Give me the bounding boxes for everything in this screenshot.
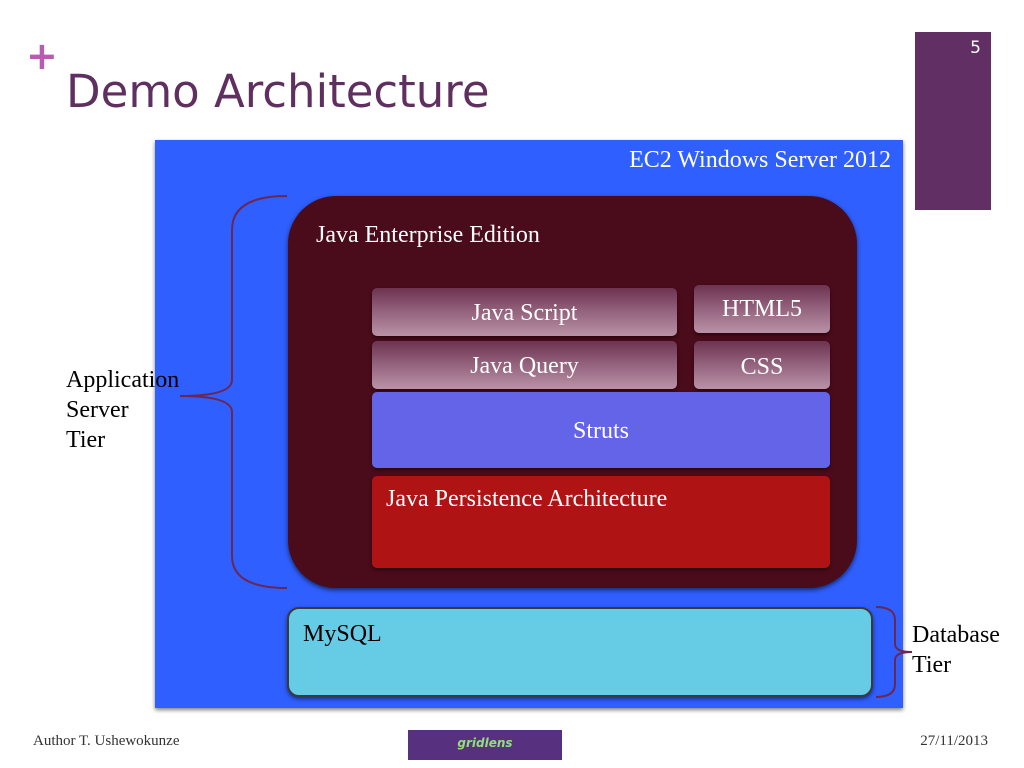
slide-title: Demo Architecture <box>66 65 490 118</box>
plus-icon: + <box>26 34 58 78</box>
footer-author: Author T. Ushewokunze <box>33 733 180 749</box>
db-tier-bracket <box>875 606 913 698</box>
layer-java-query: Java Query <box>372 341 677 389</box>
db-tier-line-2: Tier <box>912 652 952 678</box>
database-mysql: MySQL <box>287 607 873 697</box>
slide-number-box: 5 <box>915 32 991 210</box>
gridlens-logo: gridlens <box>408 730 562 760</box>
logo-text: gridlens <box>457 736 513 750</box>
footer-date: 27/11/2013 <box>920 733 988 749</box>
ec2-server-label: EC2 Windows Server 2012 <box>629 147 891 173</box>
app-tier-line-2: Server <box>66 397 129 423</box>
layer-struts: Struts <box>372 392 830 468</box>
layer-html5: HTML5 <box>694 285 830 333</box>
slide-number: 5 <box>970 38 981 58</box>
application-server-tier-label: Application Server Tier <box>66 365 179 455</box>
layer-jpa: Java Persistence Architecture <box>372 476 830 568</box>
layer-java-script: Java Script <box>372 288 677 336</box>
database-tier-label: Database Tier <box>912 620 1000 680</box>
app-tier-bracket <box>179 195 288 589</box>
app-tier-line-3: Tier <box>66 427 106 453</box>
app-tier-line-1: Application <box>66 367 180 393</box>
db-tier-line-1: Database <box>912 622 1000 648</box>
java-ee-label: Java Enterprise Edition <box>316 222 540 248</box>
layer-css: CSS <box>694 341 830 389</box>
